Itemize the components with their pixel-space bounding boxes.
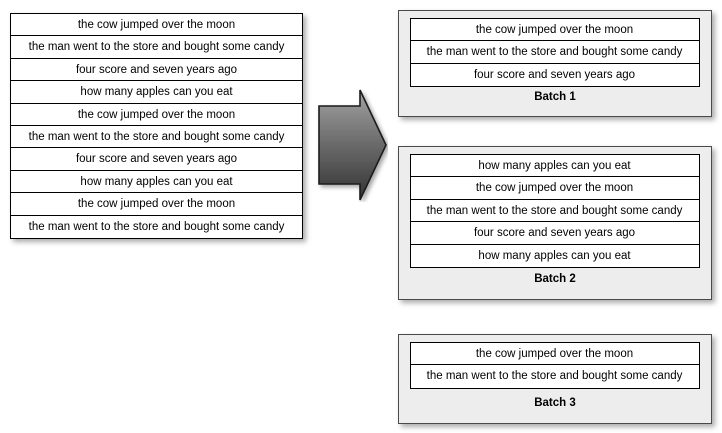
batch-1-label: Batch 1 — [534, 91, 576, 103]
input-sentence-list: the cow jumped over the moon the man wen… — [10, 13, 303, 239]
list-item: the man went to the store and bought som… — [410, 200, 699, 223]
batch-panel-1: the cow jumped over the moon the man wen… — [398, 10, 712, 117]
batch-3-label: Batch 3 — [534, 397, 576, 409]
batch-1-table: the cow jumped over the moon the man wen… — [409, 18, 700, 88]
list-item: how many apples can you eat — [410, 155, 699, 178]
list-item: the man went to the store and bought som… — [426, 370, 683, 383]
list-item: the man went to the store and bought som… — [11, 126, 302, 149]
list-item: four score and seven years ago — [11, 148, 302, 171]
list-item: four score and seven years ago — [410, 222, 699, 245]
batch-panel-2: how many apples can you eat the cow jump… — [398, 146, 712, 300]
list-item: the cow jumped over the moon — [410, 343, 699, 366]
list-item: four score and seven years ago — [473, 68, 636, 81]
list-item: the cow jumped over the moon — [11, 14, 302, 37]
list-item: the cow jumped over the moon — [410, 177, 699, 200]
list-item: how many apples can you eat — [11, 171, 302, 194]
list-item: the cow jumped over the moon — [410, 19, 699, 42]
list-item: the cow jumped over the moon — [11, 104, 302, 126]
batch-2-table: how many apples can you eat the cow jump… — [409, 154, 700, 268]
list-item: the man went to the store and bought som… — [28, 220, 285, 233]
list-item: how many apples can you eat — [11, 81, 302, 104]
list-item: the man went to the store and bought som… — [11, 36, 302, 59]
list-item: how many apples can you eat — [478, 249, 631, 262]
list-item: the man went to the store and bought som… — [410, 41, 699, 64]
list-item: the cow jumped over the moon — [11, 193, 302, 216]
flow-arrow-right-icon — [316, 88, 388, 202]
batch-panel-3: the cow jumped over the moon the man wen… — [398, 334, 712, 424]
batch-3-table: the cow jumped over the moon the man wen… — [409, 342, 700, 389]
batch-2-label: Batch 2 — [534, 273, 576, 285]
list-item: four score and seven years ago — [11, 59, 302, 82]
